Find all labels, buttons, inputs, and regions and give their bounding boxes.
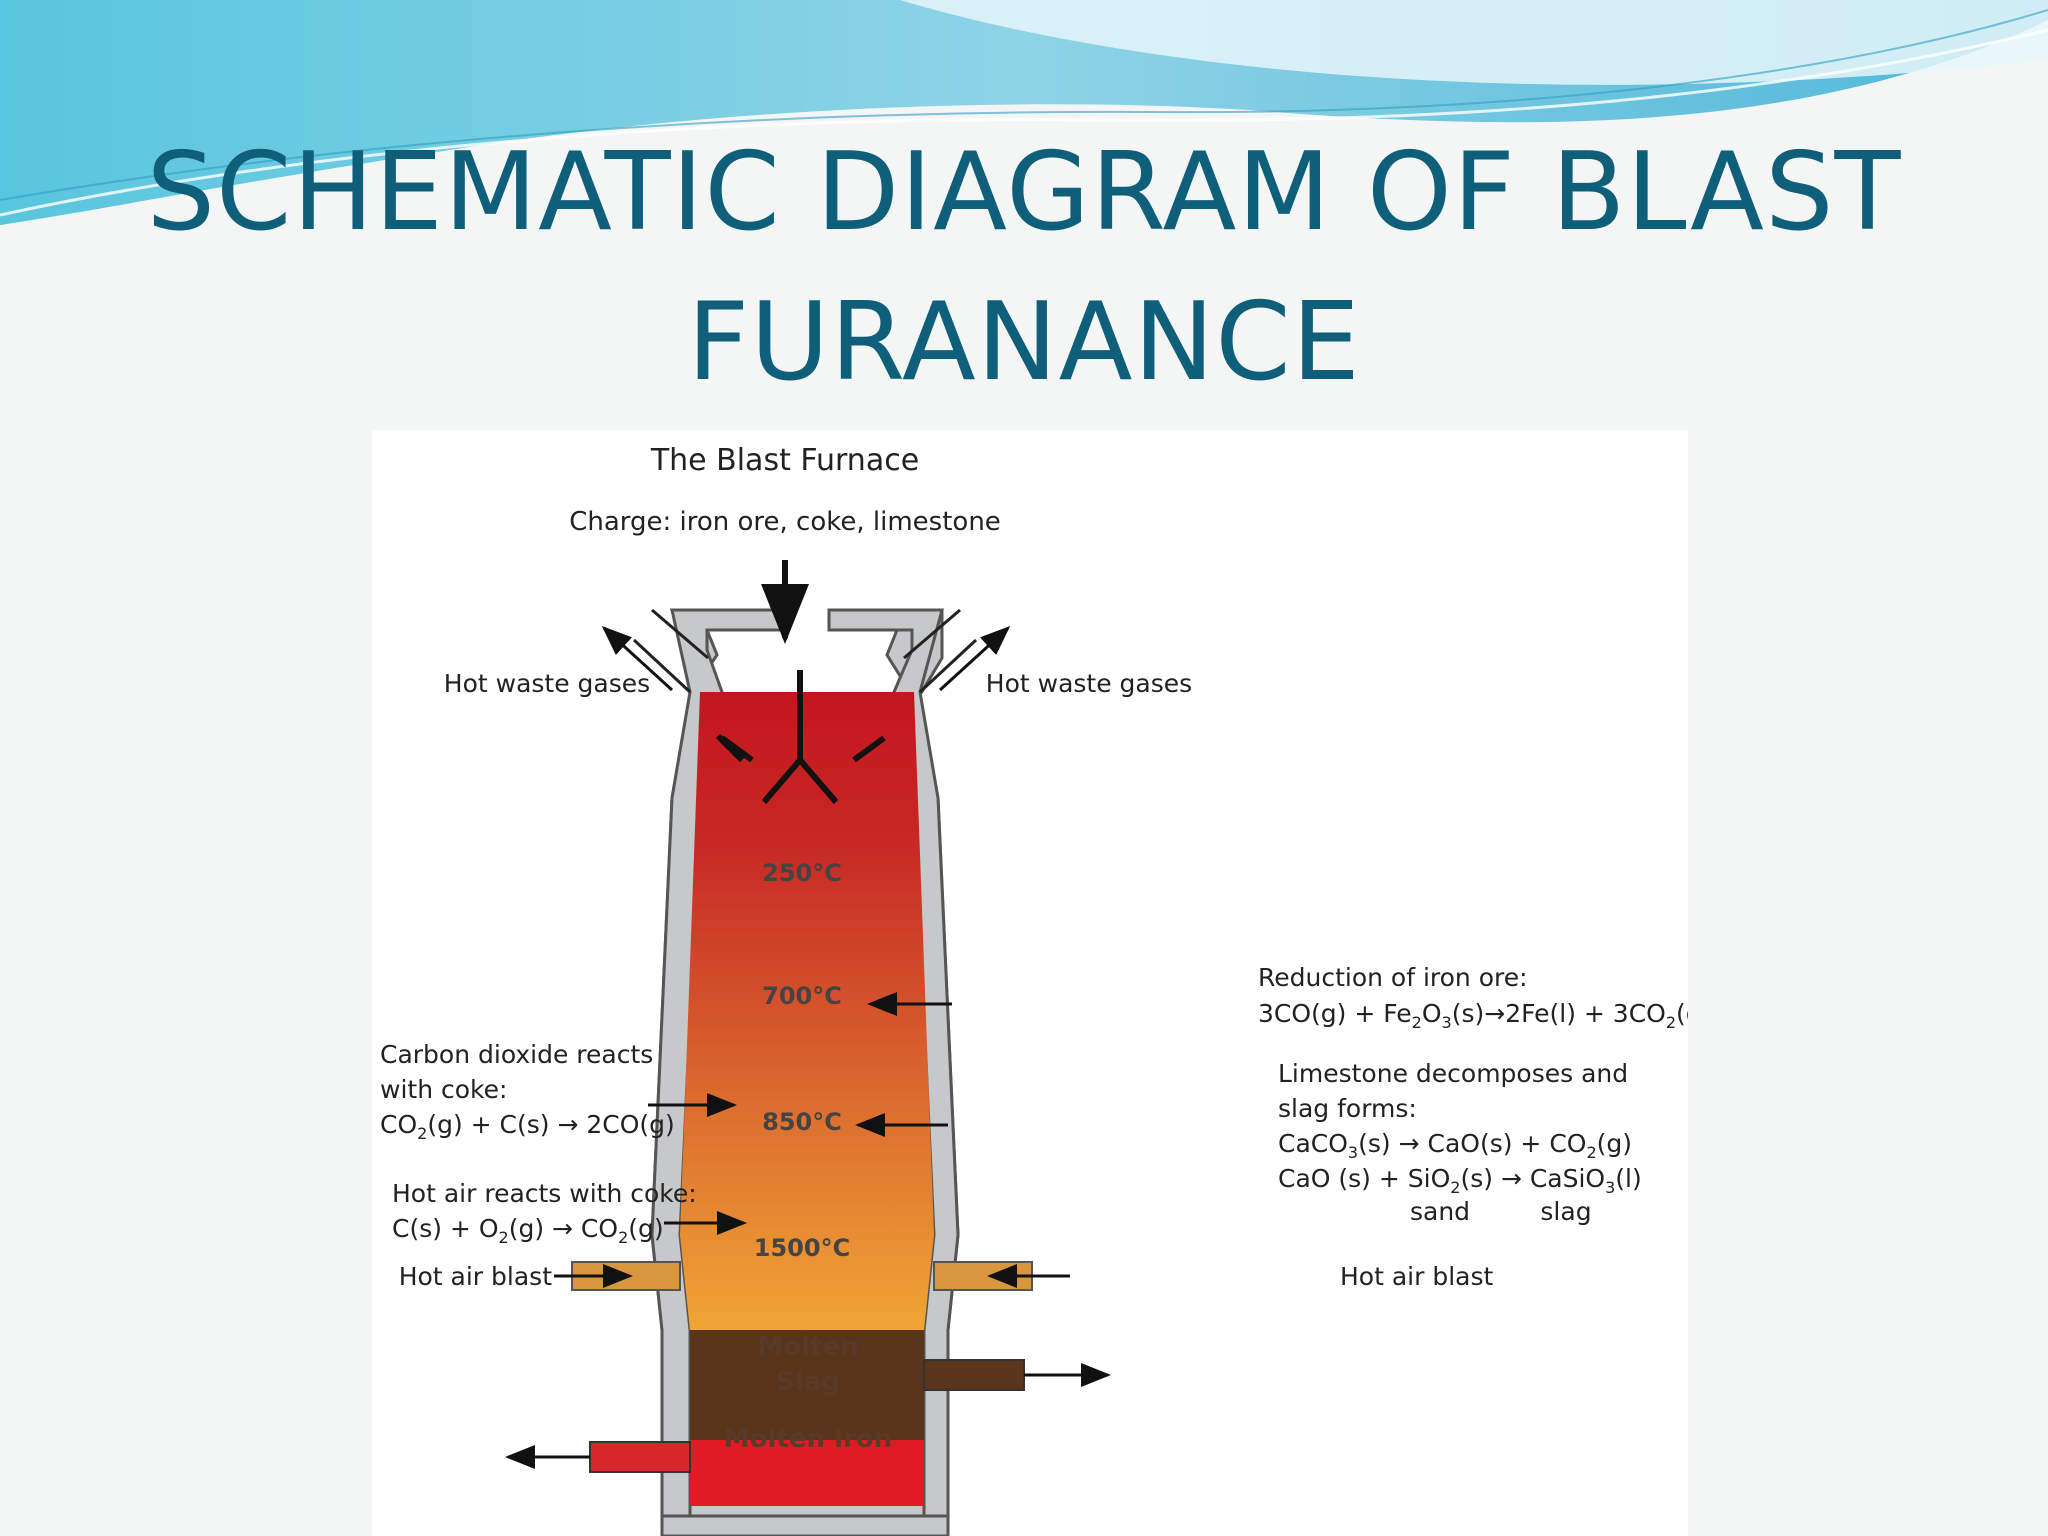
gas-outlet-left — [632, 608, 709, 694]
temp-700: 700°C — [762, 982, 842, 1010]
hot-air-coke-equation: C(s) + O2(g) → CO2(g) — [392, 1214, 664, 1247]
waste-arrow-left — [601, 625, 674, 692]
slag-note-label: slag — [1540, 1197, 1591, 1226]
limestone-title-1: Limestone decomposes and — [1278, 1059, 1628, 1088]
furnace-interior — [680, 692, 934, 1330]
waste-gas-label-right: Hot waste gases — [986, 669, 1192, 698]
temp-250: 250°C — [762, 859, 842, 887]
air-blast-label-right: Hot air blast — [1340, 1262, 1493, 1291]
diagram-panel: The Blast Furnace Charge: iron ore, coke… — [372, 430, 1688, 1536]
temp-1500: 1500°C — [754, 1234, 850, 1262]
sand-label: sand — [1410, 1197, 1470, 1226]
slag-tap — [923, 1359, 1025, 1391]
title-line-2: FURANANCE — [687, 280, 1361, 405]
decorative-wave — [0, 0, 2048, 225]
slag-label-2: Slag — [776, 1367, 840, 1397]
diagram-heading: The Blast Furnace — [650, 443, 919, 478]
charging-bell — [715, 670, 886, 804]
slide-title: SCHEMATIC DIAGRAM OF BLAST FURANANCE — [0, 118, 2048, 418]
air-blast-label-left: Hot air blast — [399, 1262, 552, 1291]
co2-coke-title-1: Carbon dioxide reacts — [380, 1040, 653, 1069]
reduction-title: Reduction of iron ore: — [1258, 963, 1528, 992]
slag-layer — [690, 1330, 924, 1440]
temp-850: 850°C — [762, 1108, 842, 1136]
iron-label: Molten iron — [724, 1424, 892, 1454]
limestone-equation-1: CaCO3(s) → CaO(s) + CO2(g) — [1278, 1129, 1632, 1162]
waste-arrow-right — [938, 625, 1011, 692]
co2-coke-title-2: with coke: — [380, 1075, 507, 1104]
slag-label-1: Molten — [757, 1332, 858, 1362]
blast-furnace-diagram: The Blast Furnace Charge: iron ore, coke… — [380, 443, 1688, 1536]
iron-tap — [589, 1441, 691, 1473]
reduction-equation: 3CO(g) + Fe2O3(s)→2Fe(l) + 3CO2(g) — [1258, 999, 1688, 1032]
limestone-equation-2: CaO (s) + SiO2(s) → CaSiO3(l) — [1278, 1164, 1642, 1197]
waste-gas-label-left: Hot waste gases — [444, 669, 650, 698]
charge-label: Charge: iron ore, coke, limestone — [569, 507, 1001, 537]
iron-layer — [690, 1440, 924, 1506]
hot-air-coke-title: Hot air reacts with coke: — [392, 1179, 697, 1208]
title-line-1: SCHEMATIC DIAGRAM OF BLAST — [146, 130, 1902, 255]
co2-coke-equation: CO2(g) + C(s) → 2CO(g) — [380, 1110, 675, 1143]
gas-outlet-right — [903, 608, 978, 694]
wall-bottom — [660, 1514, 950, 1536]
limestone-title-2: slag forms: — [1278, 1094, 1417, 1123]
